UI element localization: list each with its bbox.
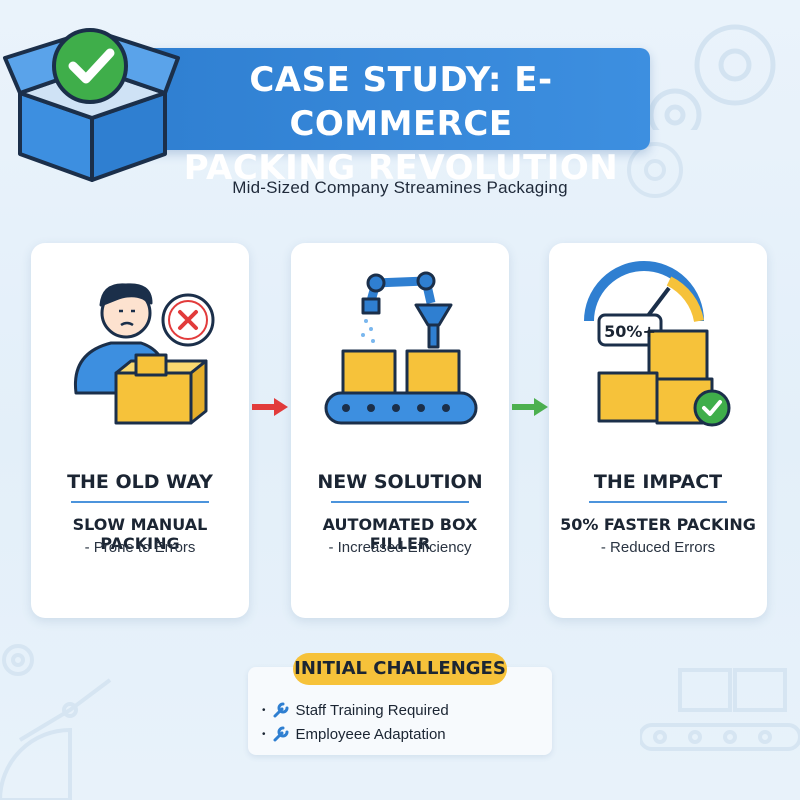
card-heading: THE IMPACT — [593, 471, 723, 493]
heading-underline — [331, 501, 469, 503]
clock-error-icon — [161, 293, 215, 347]
robotic-arm-icon — [324, 271, 478, 425]
card-detail: - Reduced Errors — [600, 539, 716, 556]
gear-icon — [648, 24, 776, 130]
card-heading: NEW SOLUTION — [317, 471, 483, 493]
challenge-text: Staff Training Required — [295, 701, 449, 719]
list-item: • Employeee Adaptation — [262, 725, 446, 743]
wrench-icon — [273, 702, 289, 718]
card-heading: THE OLD WAY — [67, 471, 213, 493]
checked-box-icon — [3, 28, 180, 182]
card-headline: SLOW MANUAL PACKING — [72, 515, 208, 553]
title-banner — [130, 48, 650, 150]
title-line-1: CASE STUDY: E-COMMERCE — [249, 60, 553, 144]
card-headline: 50% FASTER PACKING — [560, 515, 756, 534]
wrench-icon — [273, 726, 289, 742]
gauge-label: 50%+ — [604, 322, 656, 341]
frustrated-worker-illustration — [73, 283, 208, 425]
conveyor-outline-icon — [640, 668, 800, 751]
title-line-2: PACKING REVOLUTION — [183, 148, 619, 188]
check-badge-icon — [693, 389, 731, 427]
page-subtitle: Mid-Sized Company Streamines Packaging — [232, 178, 568, 197]
challenge-text: Employeee Adaptation — [295, 725, 446, 743]
list-item: • Staff Training Required — [262, 701, 449, 719]
heading-underline — [589, 501, 727, 503]
gear-icon — [627, 142, 683, 198]
card-impact: 50%+ THE IMPACT 50% FASTER PACKING - Red… — [549, 243, 767, 618]
heading-underline — [71, 501, 209, 503]
bullet: • — [262, 728, 266, 740]
bullet: • — [262, 704, 266, 716]
speed-gauge-icon — [584, 261, 714, 425]
card-headline: AUTOMATED BOX FILLER — [322, 515, 478, 553]
card-detail: - Increased Efficiency — [328, 539, 472, 556]
challenges-title: INITIAL CHALLENGES — [293, 653, 507, 685]
card-detail: - Prone to Errors — [84, 539, 196, 556]
card-old-way: THE OLD WAY SLOW MANUAL PACKING - Prone … — [31, 243, 249, 618]
gear-icon — [0, 644, 112, 800]
arrow-right-icon — [512, 398, 548, 416]
arrow-right-icon — [252, 398, 288, 416]
page-title: CASE STUDY: E-COMMERCE PACKING REVOLUTIO… — [176, 58, 626, 190]
card-new-solution: NEW SOLUTION AUTOMATED BOX FILLER - Incr… — [291, 243, 509, 618]
